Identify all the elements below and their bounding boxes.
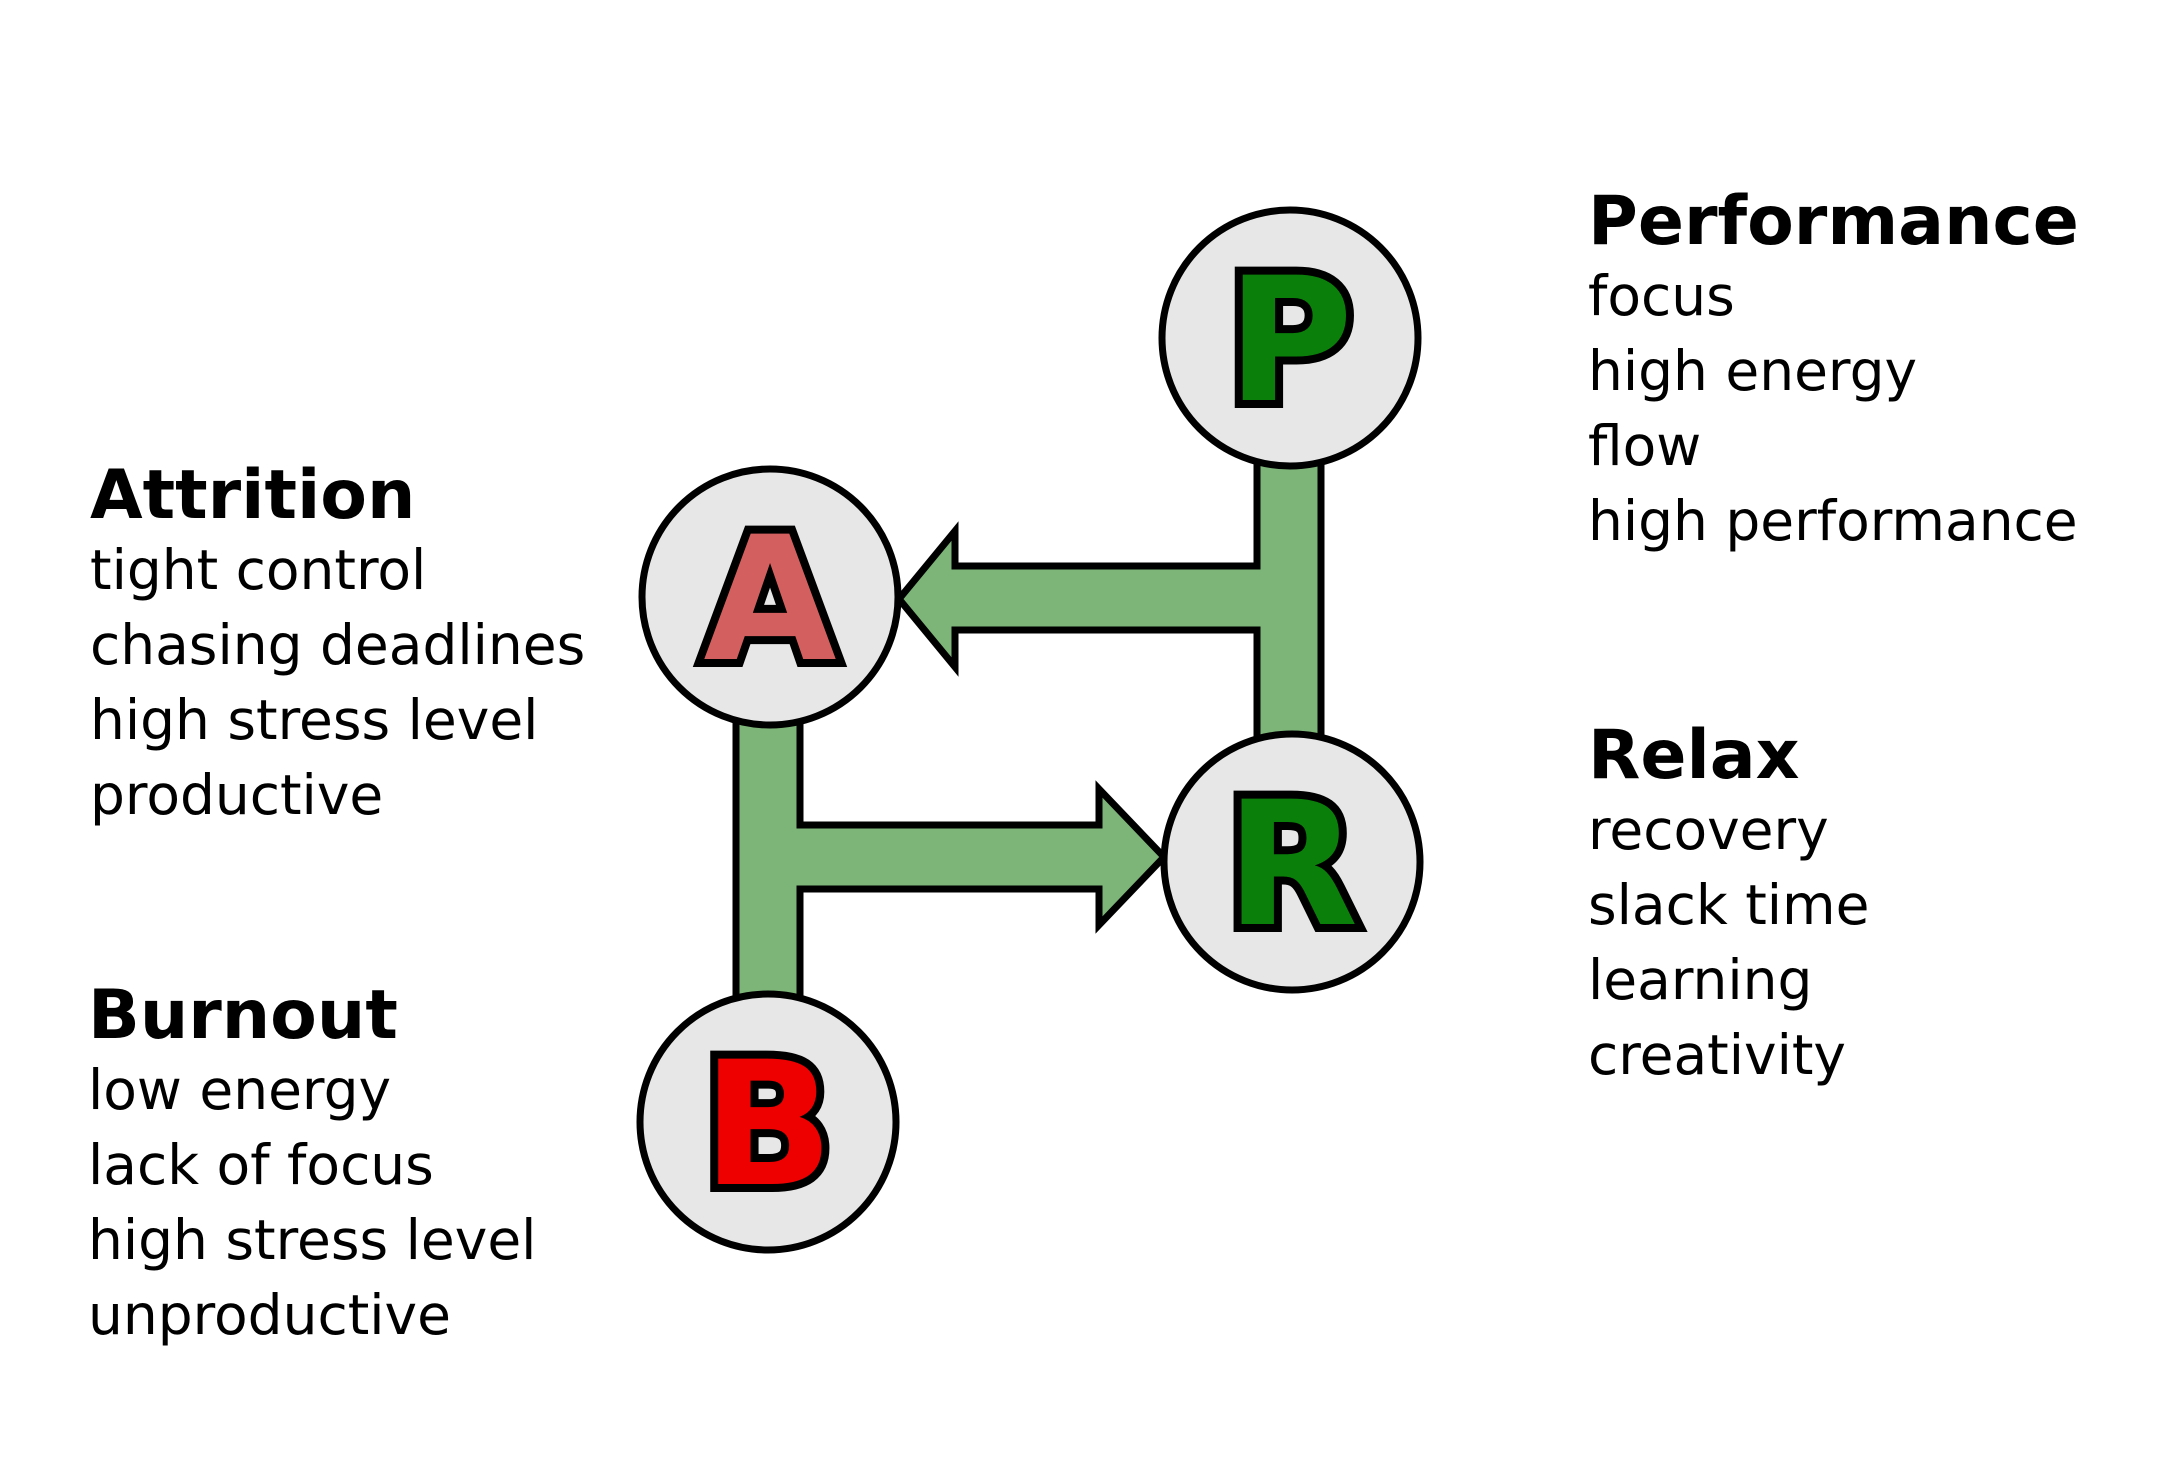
node-p-letter: P [1227, 240, 1353, 441]
node-b-circle [636, 990, 900, 1254]
relax-block: Relax recovery slack time learning creat… [1588, 718, 1869, 1093]
performance-item: focus [1588, 264, 1735, 328]
attrition-block: Attrition tight control chasing deadline… [90, 458, 585, 833]
node-p-circle [1158, 206, 1422, 470]
relax-item: slack time [1588, 873, 1870, 937]
node-a-letter: A [703, 499, 836, 700]
performance-block: Performance focus high energy flow high … [1588, 184, 2079, 559]
performance-item: flow [1588, 414, 1702, 478]
attrition-item: high stress level [90, 688, 539, 752]
relax-item: creativity [1588, 1023, 1846, 1087]
attrition-item: chasing deadlines [90, 613, 586, 677]
performance-item: high energy [1588, 339, 1918, 403]
relax-item: learning [1588, 948, 1813, 1012]
relax-item: recovery [1588, 798, 1829, 862]
performance-item: high performance [1588, 489, 2078, 553]
performance-title: Performance [1588, 182, 2079, 261]
burnout-block: Burnout low energy lack of focus high st… [88, 978, 536, 1353]
node-r-circle [1160, 730, 1424, 994]
attrition-item: tight control [90, 538, 427, 602]
node-r-letter: R [1226, 764, 1358, 965]
attrition-title: Attrition [90, 456, 416, 535]
attrition-item: productive [90, 763, 384, 827]
node-a-circle [638, 465, 902, 729]
burnout-item: lack of focus [88, 1133, 434, 1197]
burnout-title: Burnout [88, 976, 398, 1055]
burnout-item: unproductive [88, 1283, 451, 1347]
node-b-letter: B [702, 1024, 833, 1225]
burnout-item: high stress level [88, 1208, 537, 1272]
burnout-item: low energy [88, 1058, 392, 1122]
relax-title: Relax [1588, 716, 1800, 795]
